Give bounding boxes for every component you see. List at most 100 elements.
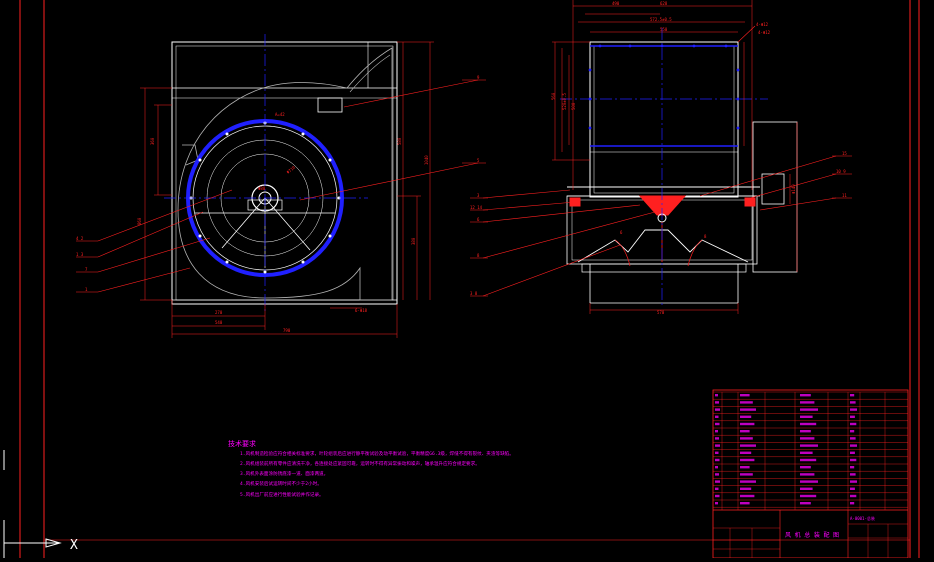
bom-cell-glyph [715, 466, 718, 469]
bom-cell-glyph [740, 408, 756, 411]
front-view: 860 360 580 1040 380 270 540 790 6-Φ18 A… [76, 34, 486, 338]
svg-text:1 3: 1 3 [76, 252, 84, 257]
svg-text:3: 3 [477, 193, 480, 198]
bom-cell-glyph [740, 494, 755, 498]
bom-cell-glyph [850, 437, 856, 440]
bom-cell-glyph [740, 422, 755, 426]
svg-text:12 14: 12 14 [470, 205, 483, 210]
bom-cell-glyph [740, 502, 750, 505]
bom-cell-glyph [850, 408, 857, 411]
svg-text:570: 570 [657, 310, 665, 315]
bom-cell-glyph [800, 466, 811, 469]
bom-cell-glyph [850, 422, 857, 426]
svg-text:5: 5 [477, 158, 480, 163]
bom-cell-glyph [715, 502, 718, 505]
bom-cell-glyph [740, 401, 753, 404]
bom-cell-glyph [715, 408, 720, 411]
tech-req-line-2: 2.风机组装前所有零件应清洗干净，各连接处应紧固可靠，运转时不得有异常振动和噪声… [240, 460, 480, 467]
bom-cell-glyph [715, 473, 719, 476]
svg-text:A=42: A=42 [275, 112, 285, 117]
svg-text:500: 500 [571, 102, 576, 110]
bom-cell-glyph [740, 487, 752, 490]
svg-text:550: 550 [660, 27, 668, 32]
bom-cell-glyph [850, 473, 856, 476]
svg-text:560: 560 [551, 92, 556, 100]
svg-text:6: 6 [620, 230, 623, 235]
svg-text:4-Φ12: 4-Φ12 [758, 30, 771, 35]
bom-cell-glyph [850, 444, 857, 447]
side-view: 490 628 572.5±0.5 550 560 520±0.5 500 57… [470, 0, 852, 315]
bom-cell-glyph [850, 415, 855, 418]
bom-cell-glyph [740, 451, 752, 454]
bom-cell-glyph [800, 422, 817, 426]
svg-text:15: 15 [842, 151, 847, 156]
bom-cell-glyph [715, 458, 720, 462]
drawing-number: A-0001-总装 [850, 515, 875, 521]
bom-cell-glyph [800, 415, 813, 418]
bom-cell-glyph [740, 458, 755, 462]
bom-cell-glyph [740, 480, 756, 483]
ucs-axis-icon: X [3, 450, 78, 558]
bom-cell-glyph [800, 451, 813, 454]
bom-cell-glyph [715, 394, 718, 397]
bom-cell-glyph [740, 466, 750, 469]
bom-cell-glyph [850, 401, 856, 404]
bom-cell-glyph [800, 480, 818, 483]
bom-cell-glyph [850, 480, 857, 483]
svg-text:6: 6 [477, 217, 480, 222]
bom-cell-glyph [715, 401, 719, 404]
drawing-name: 风 机 总 装 配 图 [785, 531, 839, 539]
svg-text:6-Φ18: 6-Φ18 [355, 308, 368, 313]
svg-text:270: 270 [215, 310, 223, 315]
bom-cell-glyph [715, 480, 720, 483]
svg-text:Φ710: Φ710 [285, 164, 296, 174]
svg-text:Φ80: Φ80 [258, 186, 266, 191]
svg-text:4 2: 4 2 [76, 236, 84, 241]
bom-cell-glyph [800, 430, 811, 433]
svg-text:4-Φ12: 4-Φ12 [756, 22, 769, 27]
bom-cell-glyph [800, 444, 818, 447]
bom-cell-glyph [715, 422, 720, 426]
bom-cell-glyph [715, 451, 719, 454]
bom-cell-glyph [715, 494, 720, 498]
technical-requirements: 技术要求 1.风机制造检验应符合相关标准要求，叶轮组装后应进行静平衡试验及动平衡… [228, 439, 514, 498]
bom-cell-glyph [715, 437, 719, 440]
bom-cell-glyph [850, 487, 855, 490]
svg-text:520±0.5: 520±0.5 [562, 93, 567, 110]
bom-cell-glyph [740, 394, 750, 397]
bom-cell-glyph [715, 415, 719, 418]
bom-cell-glyph [800, 394, 811, 397]
bom-cell-glyph [850, 451, 855, 454]
svg-text:7: 7 [85, 267, 88, 272]
svg-text:360: 360 [150, 137, 155, 145]
svg-text:10 9: 10 9 [836, 169, 846, 174]
bom-cell-glyph [740, 437, 753, 440]
svg-text:3 8: 3 8 [470, 291, 478, 296]
svg-text:572.5±0.5: 572.5±0.5 [650, 17, 672, 22]
svg-text:580: 580 [397, 137, 402, 145]
tech-req-line-1: 1.风机制造检验应符合相关标准要求，叶轮组装后应进行静平衡试验及动平衡试验，平衡… [240, 450, 514, 457]
bom-cell-glyph [850, 394, 855, 397]
bom-cell-glyph [715, 487, 719, 490]
tech-req-title: 技术要求 [228, 439, 256, 448]
bom-cell-glyph [715, 430, 718, 433]
bom-cell-glyph [850, 502, 855, 505]
bom-cell-glyph [800, 487, 813, 490]
svg-text:11: 11 [842, 193, 847, 198]
bom-cell-glyph [800, 458, 817, 462]
bom-cell-glyph [800, 502, 811, 505]
svg-text:Φ140: Φ140 [791, 184, 796, 194]
bom-cell-glyph [740, 430, 750, 433]
svg-text:1040: 1040 [424, 155, 429, 165]
bom-cell-glyph [850, 458, 857, 462]
bom-cell-glyph [740, 473, 753, 476]
bom-cell-glyph [800, 494, 817, 498]
bom-cell-glyph [850, 466, 855, 469]
bom-cell-glyph [800, 473, 815, 476]
tech-req-line-3: 3.风机外表面涂防锈底漆一道、面漆两道。 [240, 470, 328, 477]
svg-text:380: 380 [411, 237, 416, 245]
bom-cell-glyph [800, 437, 815, 440]
title-block: 风 机 总 装 配 图 A-0001-总装 [712, 389, 909, 559]
tech-req-line-5: 5.风机出厂前应进行性能试验并作记录。 [240, 491, 324, 498]
